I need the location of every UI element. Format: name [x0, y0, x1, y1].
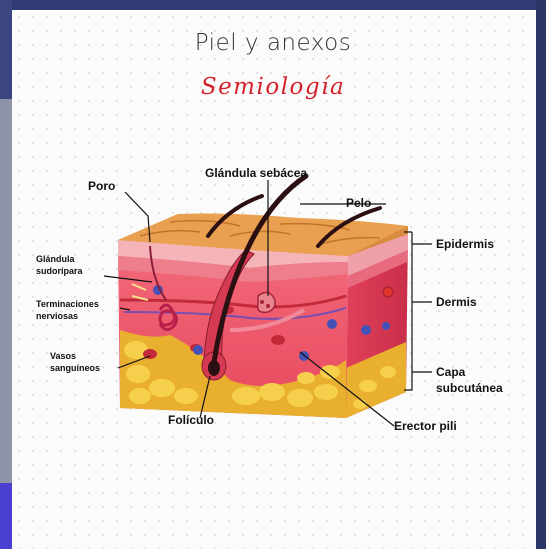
- label-glandula-sudoripara-1: Glándula: [36, 254, 75, 264]
- sebaceous-gland: [258, 292, 275, 312]
- label-vasos-2: sanguíneos: [50, 363, 100, 373]
- label-erector-pili: Erector pili: [394, 419, 457, 433]
- label-epidermis: Epidermis: [436, 237, 494, 251]
- label-foliculo: Folículo: [168, 413, 214, 427]
- label-terminaciones-2: nerviosas: [36, 311, 78, 321]
- label-dermis: Dermis: [436, 295, 477, 309]
- label-poro: Poro: [88, 179, 115, 193]
- label-capa-1: Capa: [436, 365, 466, 379]
- skin-block-side: [346, 232, 408, 418]
- label-capa-2: subcutánea: [436, 381, 503, 395]
- label-pelo: Pelo: [346, 196, 371, 210]
- label-terminaciones-1: Terminaciones: [36, 299, 99, 309]
- label-glandula-sebacea: Glándula sebácea: [205, 166, 307, 180]
- label-glandula-sudoripara-2: sudorípara: [36, 266, 84, 276]
- label-vasos-1: Vasos: [50, 351, 76, 361]
